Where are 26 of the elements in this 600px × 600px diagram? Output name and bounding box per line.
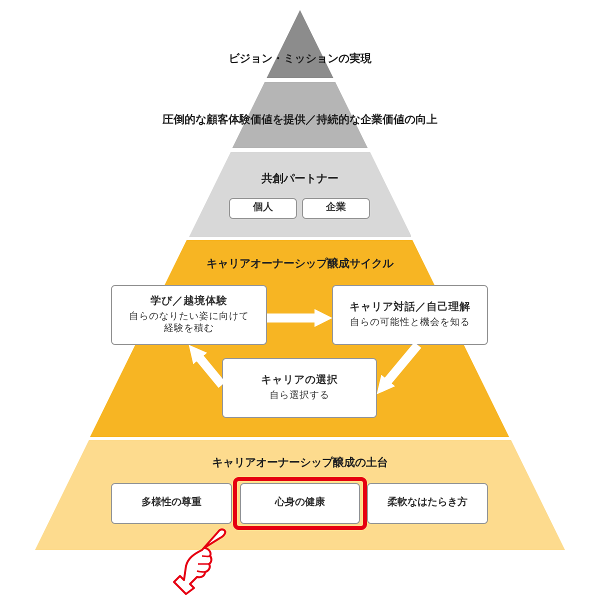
- block-arrow: [188, 344, 226, 388]
- band-title: 共創パートナー: [260, 174, 340, 185]
- label-box: [222, 358, 377, 418]
- band-title: 圧倒的な顧客体験価値を提供／持続的な企業価値の向上: [162, 115, 438, 126]
- label-box: [302, 198, 370, 219]
- box-description: 自ら選択する: [269, 390, 330, 402]
- box-description: 自らのなりたい姿に向けて経験を積む: [128, 311, 250, 335]
- box-title: キャリア対話／自己理解: [349, 301, 470, 314]
- box-title: 個人: [252, 202, 273, 215]
- box-title: キャリアの選択: [260, 374, 338, 388]
- block-arrow: [267, 309, 332, 327]
- label-box: [367, 483, 488, 524]
- box-title: 学び／越境体験: [150, 295, 228, 308]
- box-description: 自らの可能性と機会を知る: [350, 317, 470, 329]
- band-title: キャリアオーナーシップ醸成サイクル: [205, 259, 394, 270]
- box-title: 心身の健康: [275, 497, 325, 510]
- label-box: [332, 285, 488, 345]
- label-box: [240, 483, 360, 524]
- label-box: [110, 285, 267, 345]
- box-title: 柔軟なはたらき方: [388, 497, 468, 510]
- block-arrow: [376, 342, 422, 394]
- label-box: [111, 483, 232, 524]
- label-box: [228, 198, 297, 219]
- box-title: 多様性の尊重: [142, 497, 202, 510]
- box-title: 企業: [326, 202, 346, 215]
- band-title: キャリアオーナーシップ醸成の土台: [211, 458, 389, 469]
